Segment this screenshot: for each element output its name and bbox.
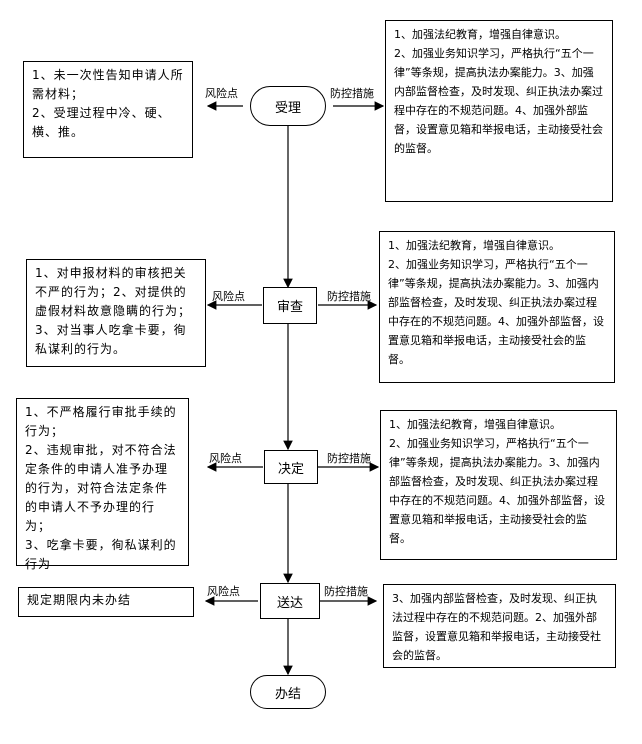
- risk-text: 1、未一次性告知申请人所需材料；: [32, 68, 184, 101]
- measure-text: 2、加强业务知识学习，严格执行“五个一律”等条规，提高执法办案能力。3、加强内部…: [394, 47, 603, 155]
- end-node-banjie: 办结: [250, 675, 326, 709]
- risk-text: 1、不严格履行审批手续的行为；: [25, 405, 177, 438]
- step-node-jueding: 决定: [264, 450, 318, 484]
- measure-text: 1、加强法纪教育，增强自律意识。: [388, 239, 560, 252]
- measure-label: 防控措施: [327, 452, 371, 465]
- risk-label: 风险点: [209, 452, 242, 465]
- risk-label: 风险点: [205, 87, 238, 100]
- risk-text: 3、吃拿卡要，徇私谋利的行为: [25, 538, 177, 571]
- measure-text: 1、加强法纪教育，增强自律意识。: [389, 418, 561, 431]
- step-node-songda: 送达: [260, 583, 320, 619]
- measure-label: 防控措施: [324, 585, 368, 598]
- measure-label: 防控措施: [327, 290, 371, 303]
- risk-text: 2、受理过程中冷、硬、横、推。: [32, 106, 171, 139]
- measure-label: 防控措施: [330, 87, 374, 100]
- measure-text: 2、加强业务知识学习，严格执行“五个一律”等条规，提高执法办案能力。3、加强内部…: [389, 437, 605, 545]
- measure-text: 1、加强法纪教育，增强自律意识。: [394, 28, 566, 41]
- step-node-shencha: 审查: [263, 287, 317, 324]
- measure-box-3: 1、加强法纪教育，增强自律意识。 2、加强业务知识学习，严格执行“五个一律”等条…: [380, 410, 617, 560]
- risk-box-2: 1、对申报材料的审核把关不严的行为；2、对提供的虚假材料故意隐瞒的行为；3、对当…: [26, 259, 206, 367]
- risk-box-4: 规定期限内未办结: [18, 587, 194, 617]
- risk-label: 风险点: [207, 585, 240, 598]
- measure-box-1: 1、加强法纪教育，增强自律意识。 2、加强业务知识学习，严格执行“五个一律”等条…: [385, 20, 613, 202]
- measure-box-4: 3、加强内部监督检查，及时发现、纠正执法过程中存在的不规范问题。2、加强外部监督…: [383, 584, 616, 668]
- measure-box-2: 1、加强法纪教育，增强自律意识。 2、加强业务知识学习，严格执行“五个一律”等条…: [379, 231, 615, 383]
- step-node-shouli: 受理: [250, 86, 326, 126]
- risk-label: 风险点: [212, 290, 245, 303]
- risk-text: 1、对申报材料的审核把关不严的行为；2、对提供的虚假材料故意隐瞒的行为；3、对当…: [35, 266, 192, 356]
- risk-text: 规定期限内未办结: [27, 593, 132, 607]
- risk-box-3: 1、不严格履行审批手续的行为； 2、违规审批，对不符合法定条件的申请人准予办理的…: [16, 398, 189, 571]
- risk-text: 2、违规审批，对不符合法定条件的申请人准予办理的行为，对符合法定条件的申请人不予…: [25, 443, 177, 533]
- measure-text: 3、加强内部监督检查，及时发现、纠正执法过程中存在的不规范问题。2、加强外部监督…: [392, 592, 601, 662]
- risk-box-1: 1、未一次性告知申请人所需材料； 2、受理过程中冷、硬、横、推。: [23, 61, 193, 158]
- measure-text: 2、加强业务知识学习，严格执行“五个一律”等条规，提高执法办案能力。3、加强内部…: [388, 258, 604, 366]
